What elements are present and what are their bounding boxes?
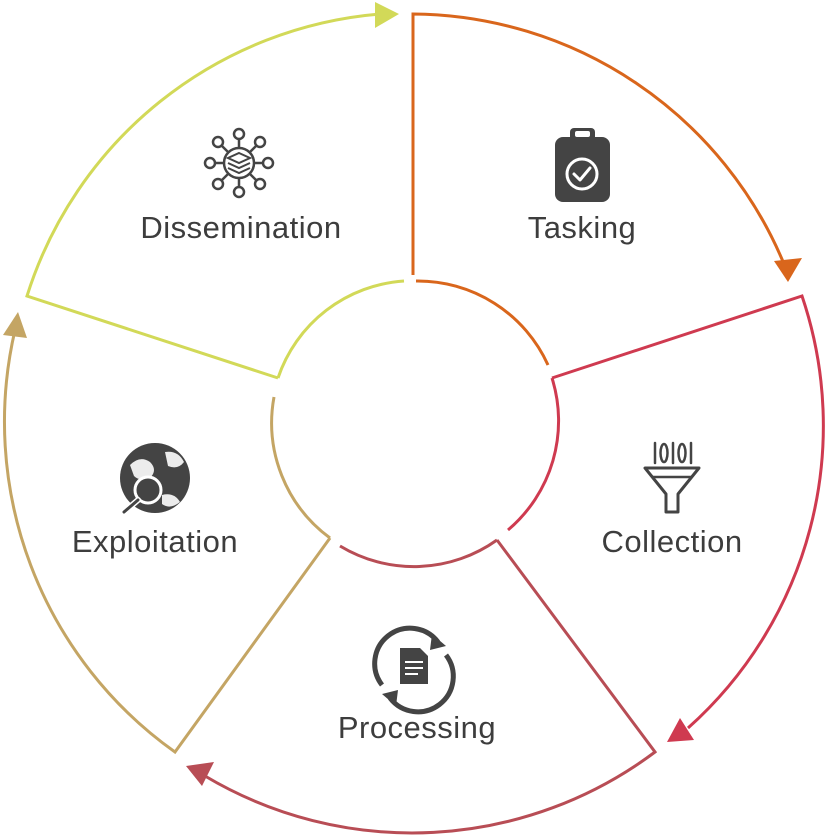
arrow-tasking-to-collection — [774, 258, 802, 282]
arrow-processing-to-exploitation — [186, 762, 214, 786]
stage-label-processing: Processing — [338, 710, 496, 745]
stage-label-exploitation: Exploitation — [72, 524, 238, 559]
segment-processing — [186, 538, 658, 835]
arrow-dissemination-to-tasking — [375, 2, 399, 28]
network-layers-icon — [203, 127, 275, 199]
data-funnel-icon — [643, 441, 701, 514]
globe-search-icon — [120, 443, 190, 515]
segment-dissemination — [25, 2, 405, 380]
arrow-collection-to-processing — [667, 718, 694, 742]
clipboard-check-icon — [555, 128, 610, 202]
stage-label-tasking: Tasking — [528, 210, 637, 245]
segment-tasking — [411, 12, 802, 366]
document-refresh-icon — [372, 625, 456, 715]
segment-exploitation — [3, 312, 332, 755]
stage-label-collection: Collection — [601, 524, 742, 559]
stage-label-dissemination: Dissemination — [140, 210, 341, 245]
segment-collection — [507, 294, 825, 742]
arrow-exploitation-to-dissemination — [3, 312, 27, 338]
